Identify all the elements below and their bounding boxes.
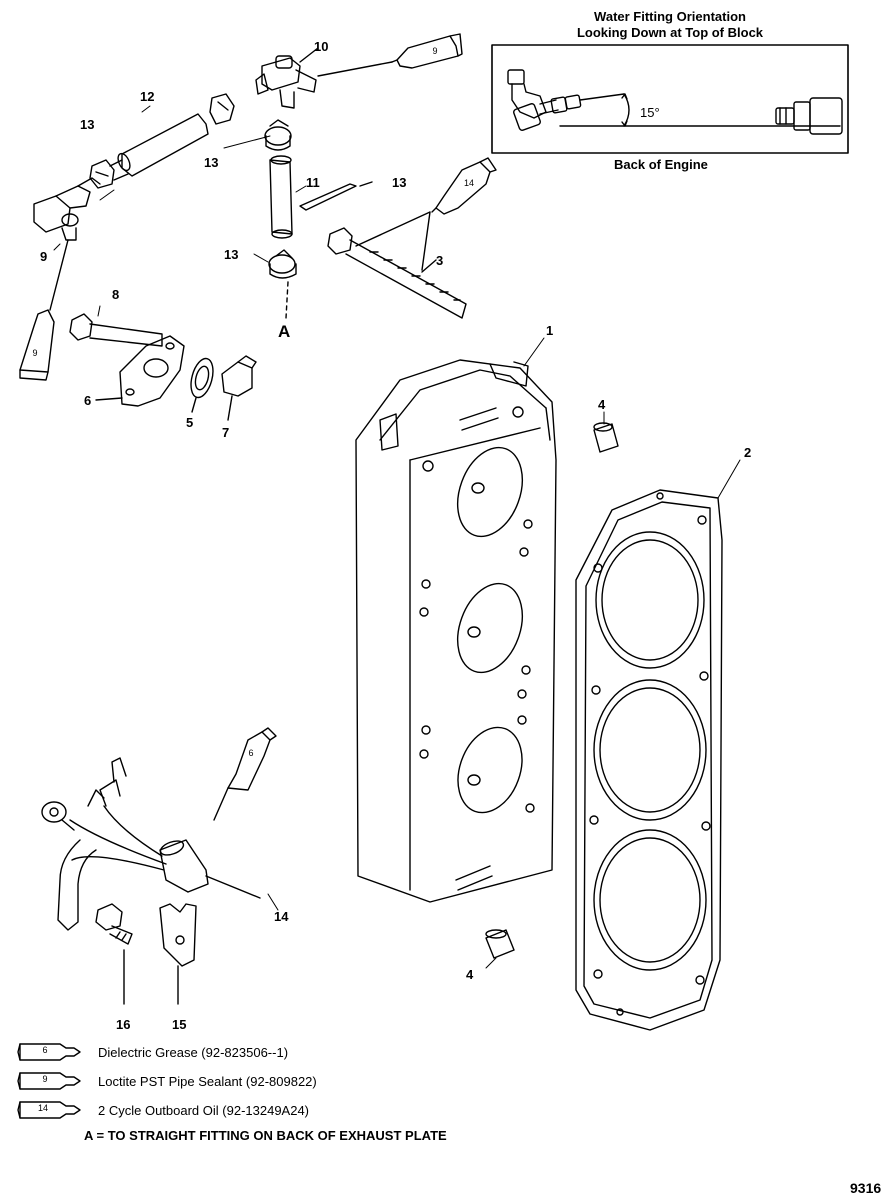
legend-text: Loctite PST Pipe Sealant (92-809822) bbox=[98, 1073, 317, 1089]
callout-13-upper: 13 bbox=[204, 155, 219, 170]
inset-title-line1: Water Fitting Orientation bbox=[594, 9, 746, 24]
dowel-pins-4 bbox=[485, 422, 619, 959]
inset-caption: Back of Engine bbox=[614, 157, 708, 172]
callout-leaders bbox=[53, 105, 741, 969]
bolt-8 bbox=[69, 313, 163, 347]
figure-number: 9316 bbox=[850, 1180, 882, 1196]
callout-4-top: 4 bbox=[598, 397, 606, 412]
callout-11: 11 bbox=[306, 175, 320, 190]
tube-label-9-left: 9 bbox=[32, 348, 38, 358]
callout-16: 16 bbox=[116, 1017, 131, 1032]
sealant-tube-9-left bbox=[19, 309, 55, 381]
legend-tube-14 bbox=[17, 1101, 81, 1119]
callout-8: 8 bbox=[112, 287, 120, 302]
tube-label-9-top: 9 bbox=[432, 46, 438, 56]
legend-row-dielectric-grease: Dielectric Grease (92-823506--1) bbox=[82, 1042, 288, 1062]
oil-tube-14-top bbox=[431, 157, 497, 215]
legend-tube-label-14: 14 bbox=[37, 1103, 48, 1113]
callout-4-bottom: 4 bbox=[466, 967, 474, 982]
tube-label-6-harness: 6 bbox=[248, 748, 254, 758]
clip-15 bbox=[159, 903, 197, 1005]
sealant-tube-9-top bbox=[317, 33, 463, 77]
fitting-note: A = TO STRAIGHT FITTING ON BACK OF EXHAU… bbox=[84, 1128, 447, 1143]
tee-fitting-10 bbox=[255, 47, 319, 109]
exhaust-plate-6 bbox=[95, 335, 185, 407]
callout-13-lower: 13 bbox=[224, 247, 239, 262]
legend-row-pipe-sealant: Loctite PST Pipe Sealant (92-809822) bbox=[82, 1071, 317, 1091]
callout-9: 9 bbox=[40, 249, 48, 264]
gasket-5 bbox=[190, 357, 214, 413]
callout-3: 3 bbox=[436, 253, 444, 268]
screw-16 bbox=[95, 903, 133, 1005]
hose-11 bbox=[269, 155, 293, 239]
callout-5: 5 bbox=[186, 415, 194, 430]
fitting-7 bbox=[221, 355, 257, 421]
callout-2: 2 bbox=[744, 445, 752, 460]
legend-tube-9 bbox=[17, 1072, 81, 1090]
tube-label-14-top: 14 bbox=[463, 178, 474, 188]
legend-text: 2 Cycle Outboard Oil (92-13249A24) bbox=[98, 1102, 310, 1118]
cable-tie-13 bbox=[299, 181, 373, 211]
legend-tube-6 bbox=[17, 1043, 81, 1061]
legend-text: Dielectric Grease (92-823506--1) bbox=[98, 1044, 289, 1060]
fitting-nuts-13 bbox=[89, 93, 297, 279]
leader-to-a bbox=[285, 281, 289, 319]
cylinder-head-1 bbox=[355, 359, 557, 903]
legend-row-outboard-oil: 2 Cycle Outboard Oil (92-13249A24) bbox=[82, 1100, 309, 1120]
inset-title-line2: Looking Down at Top of Block bbox=[576, 25, 764, 40]
callout-7: 7 bbox=[222, 425, 230, 440]
callout-12: 12 bbox=[140, 89, 155, 104]
water-fitting-inset bbox=[491, 44, 849, 154]
hose-12 bbox=[109, 113, 209, 181]
legend-tube-label-9: 9 bbox=[42, 1074, 48, 1084]
wiring-harness-14 bbox=[41, 757, 261, 931]
head-gasket-2 bbox=[575, 489, 723, 1031]
legend-tube-label-6: 6 bbox=[42, 1045, 48, 1055]
callout-10: 10 bbox=[314, 39, 329, 54]
callout-13-tie: 13 bbox=[392, 175, 407, 190]
callout-14: 14 bbox=[274, 909, 289, 924]
callout-1: 1 bbox=[546, 323, 554, 338]
angle-label: 15° bbox=[640, 105, 660, 120]
reference-letter-a: A bbox=[278, 322, 291, 341]
callout-6: 6 bbox=[84, 393, 92, 408]
bolt-3 bbox=[327, 211, 467, 319]
callout-15: 15 bbox=[172, 1017, 187, 1032]
elbow-fitting-left bbox=[33, 177, 101, 311]
dielectric-grease-tube-6 bbox=[213, 727, 277, 821]
callout-13-left: 13 bbox=[80, 117, 95, 132]
